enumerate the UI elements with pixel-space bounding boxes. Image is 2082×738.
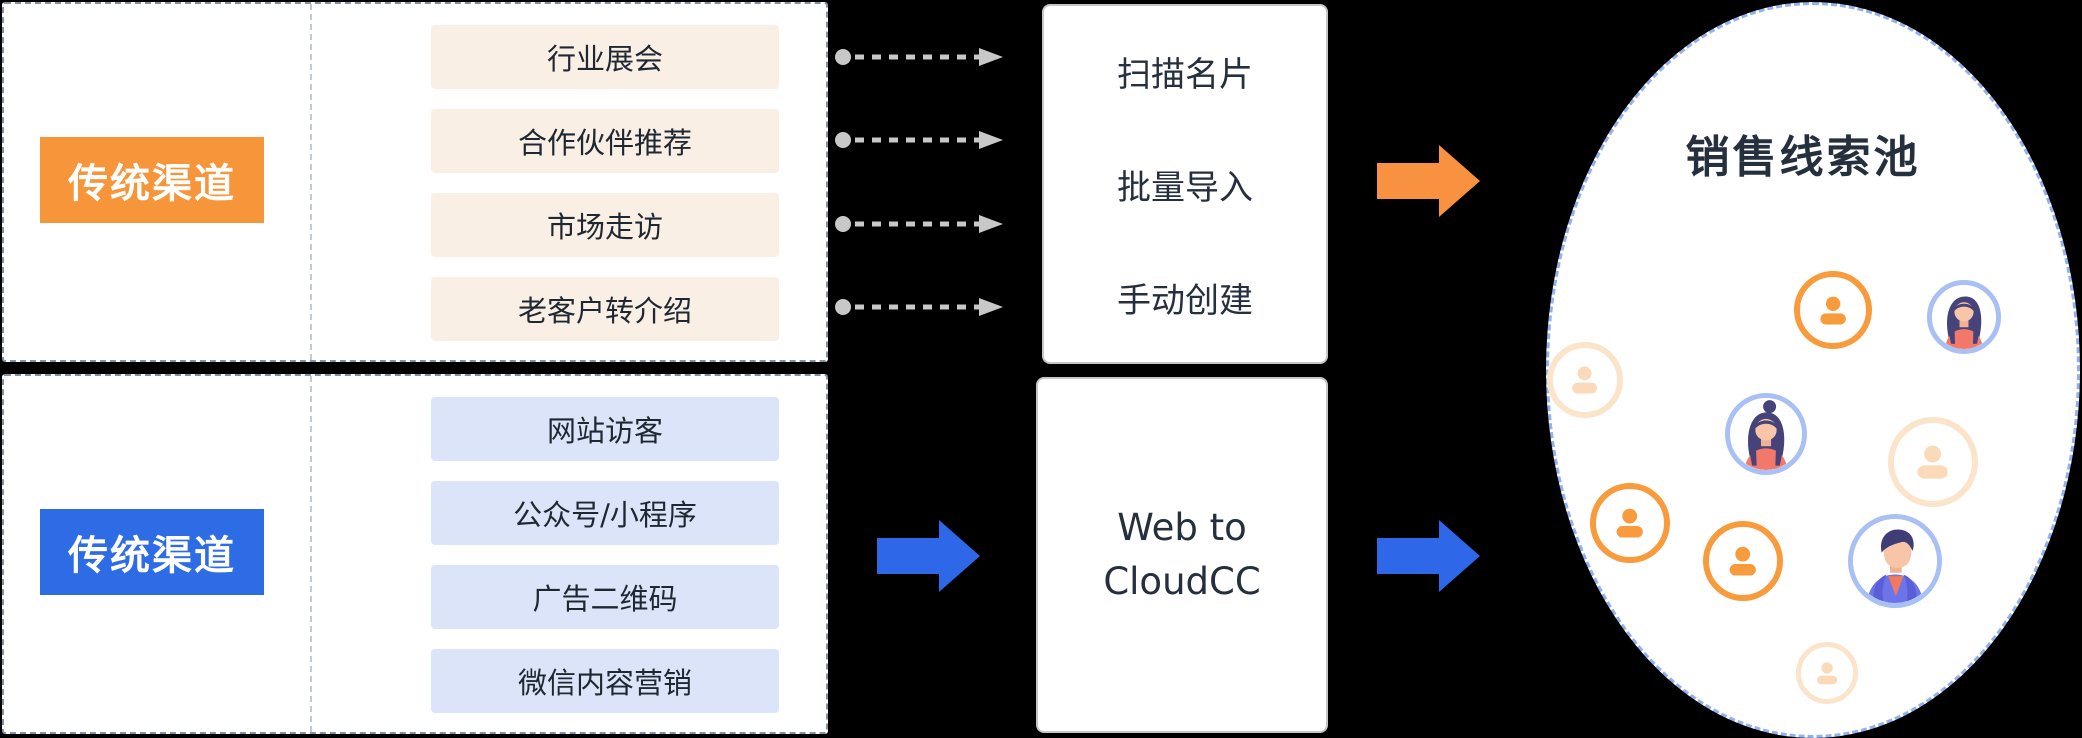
person-icon xyxy=(1703,521,1783,601)
channel-item: 市场走访 xyxy=(431,193,779,257)
capture-method: 扫描名片 xyxy=(1117,54,1253,95)
orange-arrow-icon xyxy=(1377,145,1480,217)
capture-method: 手动创建 xyxy=(1117,280,1253,321)
person-icon xyxy=(1888,417,1978,507)
online-channels-label: 传统渠道 xyxy=(40,509,264,595)
blue-arrow-icon xyxy=(877,520,980,592)
channel-item: 合作伙伴推荐 xyxy=(431,109,779,173)
capture-method: 批量导入 xyxy=(1117,167,1253,208)
channel-item: 行业展会 xyxy=(431,25,779,89)
channel-item: 广告二维码 xyxy=(431,565,779,629)
dashed-arrow-icon xyxy=(835,48,1003,66)
online-channels-panel: 传统渠道 网站访客 公众号/小程序 广告二维码 微信内容营销 xyxy=(2,374,828,734)
dashed-arrow-icon xyxy=(835,298,1003,316)
person-icon xyxy=(1590,483,1670,563)
channel-item: 老客户转介绍 xyxy=(431,277,779,341)
panel-divider xyxy=(310,376,312,732)
web-to-cloudcc-line1: Web to xyxy=(1117,506,1247,550)
traditional-channels-panel: 传统渠道 行业展会 合作伙伴推荐 市场走访 老客户转介绍 xyxy=(2,2,828,362)
web-to-cloudcc-line2: CloudCC xyxy=(1103,560,1261,603)
traditional-channels-label: 传统渠道 xyxy=(40,137,264,223)
web-to-cloudcc-box: Web to CloudCC xyxy=(1036,377,1328,733)
person-icon xyxy=(1547,342,1623,418)
person-icon xyxy=(1796,642,1858,704)
pool-title: 销售线索池 xyxy=(1685,132,1921,183)
sales-lead-pool: 销售线索池 xyxy=(1546,2,2080,738)
channel-item: 公众号/小程序 xyxy=(431,481,779,545)
avatar-man-icon xyxy=(1848,514,1942,608)
manual-capture-box: 扫描名片 批量导入 手动创建 xyxy=(1042,4,1328,364)
person-icon xyxy=(1794,271,1872,349)
dashed-arrow-icon xyxy=(835,131,1003,149)
avatar-woman-icon xyxy=(1927,280,2001,354)
dashed-arrow-icon xyxy=(835,215,1003,233)
channel-item: 网站访客 xyxy=(431,397,779,461)
channel-item: 微信内容营销 xyxy=(431,649,779,713)
panel-divider xyxy=(310,4,312,360)
blue-arrow-icon xyxy=(1377,520,1480,592)
avatar-woman-bun-icon xyxy=(1725,393,1807,475)
